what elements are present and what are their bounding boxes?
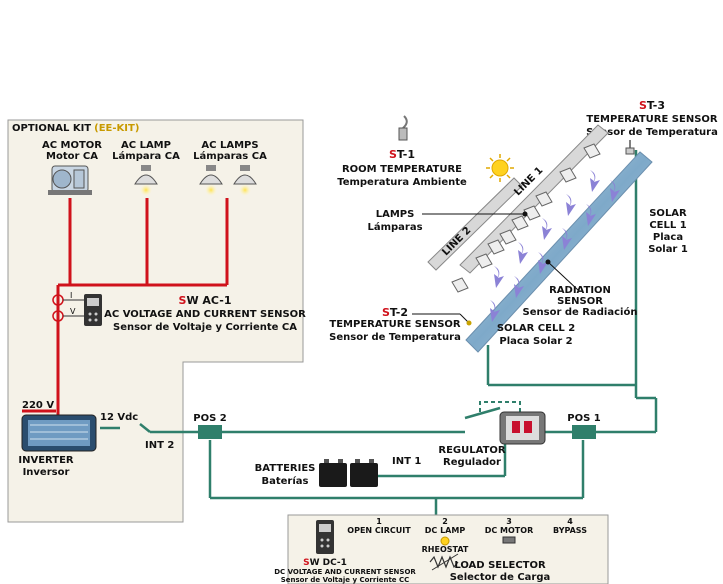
sw-ac1-meter-icon (84, 294, 102, 326)
solar-cell1-sublabel: Placa (653, 232, 683, 243)
inverter-ac-voltage: 220 V (22, 400, 54, 411)
ac-lamp-sublabel: Lámpara CA (112, 150, 180, 162)
inverter-dc-voltage: 12 Vdc (100, 412, 138, 423)
dc-lamp-icon (440, 536, 450, 546)
st3-code: ST-3 (639, 99, 665, 112)
lamp-rail-line2 (427, 177, 523, 271)
sw-dc1-code: SW DC-1 (303, 558, 347, 568)
sw-dc1-label: DC VOLTAGE AND CURRENT SENSOR (274, 568, 416, 576)
ac-motor-sublabel: Motor CA (46, 151, 98, 162)
pos1-label: POS 1 (567, 413, 601, 424)
batteries-icon (319, 459, 378, 487)
solar-cell1-label-2: CELL 1 (649, 220, 686, 231)
st2-code: ST-2 (382, 306, 408, 319)
ac-lamps-sublabel: Lámparas CA (193, 150, 267, 162)
lamps-label: LAMPS (376, 209, 415, 220)
radiation-sublabel: Sensor de Radiación (523, 306, 638, 318)
load-opt4-number: 4 (567, 517, 573, 526)
current-probe-icon (52, 294, 84, 306)
ac-motor-label: AC MOTOR (42, 140, 102, 151)
load-opt2-number: 2 (442, 517, 448, 526)
load-opt3-number: 3 (506, 517, 512, 526)
radiation-arrows (490, 170, 620, 322)
rheostat-label: RHEOSTAT (422, 545, 469, 554)
st1-sublabel: Temperatura Ambiente (337, 177, 467, 188)
st2-label: TEMPERATURE SENSOR (329, 319, 460, 330)
inverter-sublabel: Inversor (23, 467, 70, 478)
sw-ac1-sublabel: Sensor de Voltaje y Corriente CA (113, 322, 297, 333)
lamps-sublabel: Lámparas (367, 221, 422, 233)
ac-lamps-icon (199, 165, 257, 196)
dc-wiring (100, 150, 658, 515)
st2-sublabel: Sensor de Temperatura (329, 332, 461, 343)
batteries-label: BATTERIES (255, 463, 316, 474)
load-opt4-label: BYPASS (553, 526, 587, 535)
solar-cell2-label: SOLAR CELL 2 (497, 323, 575, 334)
inverter-icon (21, 414, 97, 452)
sw-ac1-code: SW AC-1 (179, 294, 232, 307)
probe-v-label: V (70, 307, 76, 316)
int2-label: INT 2 (145, 440, 174, 451)
load-opt1-label: OPEN CIRCUIT (347, 526, 411, 535)
sw-dc1-sublabel: Sensor de Voltaje y Corriente CC (281, 576, 410, 584)
ac-lamps-label: AC LAMPS (201, 140, 258, 151)
sw-dc1-meter-icon (316, 520, 334, 554)
regulator-label: REGULATOR (438, 445, 506, 456)
regulator-sublabel: Regulador (443, 457, 501, 468)
load-opt3-label: DC MOTOR (485, 526, 533, 535)
ac-motor-icon (48, 165, 92, 195)
ac-lamp-icon (134, 165, 158, 196)
inverter-label: INVERTER (18, 455, 74, 466)
load-opt1-number: 1 (376, 517, 382, 526)
load-opt2-label: DC LAMP (425, 526, 466, 535)
pos2-connector (198, 425, 222, 439)
solar-cell1-label: SOLAR (649, 208, 687, 219)
radiation-label: RADIATION (549, 285, 611, 296)
load-selector-panel (287, 514, 609, 584)
st1-code: ST-1 (389, 148, 415, 161)
batteries-sublabel: Baterías (262, 475, 309, 487)
rail-lamps (451, 143, 601, 293)
voltage-probe-icon (52, 310, 84, 322)
st1-probe-icon (398, 115, 408, 141)
st3-probe-icon (625, 140, 635, 155)
solar-panel (462, 151, 653, 353)
line2-label: LINE 2 (440, 225, 473, 258)
dc-motor-icon (502, 536, 516, 544)
st3-sublabel: Sensor de Temperatura (586, 127, 718, 138)
solar-cell2-sublabel: Placa Solar 2 (499, 336, 572, 347)
ac-lamp-label: AC LAMP (121, 140, 171, 151)
st1-label: ROOM TEMPERATURE (342, 164, 462, 175)
probe-i-label: I (70, 291, 72, 300)
radiation-label-2: SENSOR (557, 296, 603, 307)
pos2-label: POS 2 (193, 413, 227, 424)
ac-wiring (56, 198, 229, 420)
load-selector-label: LOAD SELECTOR (454, 560, 546, 571)
pos1-connector (572, 425, 596, 439)
sw-ac1-label: AC VOLTAGE AND CURRENT SENSOR (104, 309, 306, 320)
lamp-rail-line1 (459, 124, 609, 274)
optional-kit-title: OPTIONAL KIT(EE-KIT) (12, 123, 139, 134)
rheostat-icon (429, 553, 459, 571)
solar-cell1-sublabel-2: Solar 1 (648, 244, 688, 255)
regulator-icon (464, 401, 546, 445)
st3-label: TEMPERATURE SENSOR (586, 114, 717, 125)
load-selector-sublabel: Selector de Carga (450, 572, 551, 583)
sun-icon (486, 154, 514, 182)
int1-label: INT 1 (392, 456, 421, 467)
